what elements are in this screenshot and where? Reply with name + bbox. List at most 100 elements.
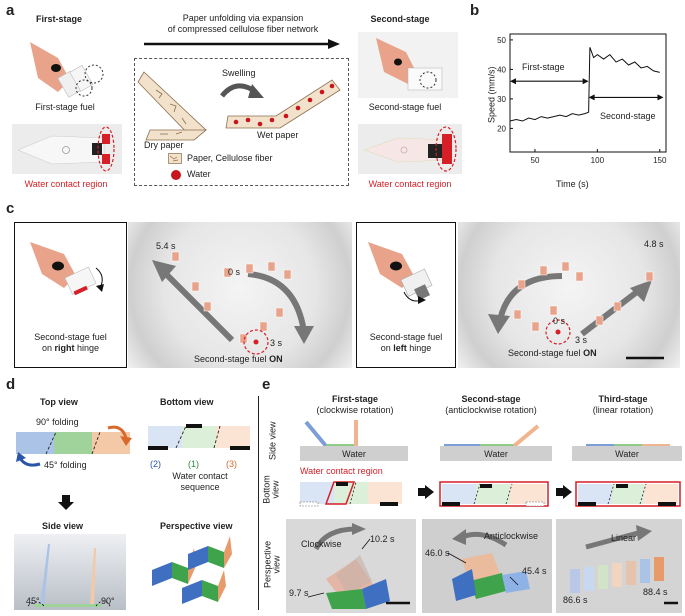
row-label-bottom: Bottom view [261,475,281,504]
panel-label-b: b [470,2,480,19]
stage2-subtitle: (anticlockwise rotation) [445,405,537,415]
perspective-view-title: Perspective view [160,521,233,531]
top-view-strip [16,425,132,467]
right-inset-on: on [380,343,394,353]
right-time-3: 3 s [575,335,588,345]
left-time-0: 0 s [228,267,241,277]
row-label-side: Side view [267,421,278,460]
chart-frame [509,33,667,153]
second-stage-title: Second-stage [370,14,430,24]
second-stage-arrowhead-right [657,94,664,101]
x-tick-label: 100 [591,156,605,165]
mechanism-box [134,58,349,186]
stage3-subtitle: (linear rotation) [592,405,654,415]
second-stage-boat-image [358,32,458,98]
arrow-caption-line1: Paper unfolding via expansion [182,13,304,23]
time-45-4: 45.4 s [522,566,547,576]
stage3-bottom-diagram [575,481,681,507]
second-stage-contact-image [358,124,462,174]
left-hinge-boat-image [30,242,104,296]
speed-series-line [509,47,660,122]
angle-90-label: 90° [101,596,115,606]
stage2-bottom-diagram [439,481,549,507]
water-legend-icon [171,170,181,180]
mechanism-illustration [137,71,341,141]
left-inset-line2: on right hinge [14,343,127,353]
stage1-subtitle: (clockwise rotation) [316,405,394,415]
fold-90-label: 90° folding [36,417,79,427]
unfolding-arrow [144,39,340,49]
bottom-view-strip [148,424,250,450]
panel-e-divider [258,396,259,610]
seq-label-3: (3) [226,459,237,469]
right-fuel-on-bold: ON [583,348,597,358]
angle-45-label: 45° [26,596,40,606]
chart-annotation-first: First-stage [522,62,565,72]
stage1-water-box: Water [300,446,408,461]
panel-label-a: a [6,2,15,19]
right-fuel-on-text: Second-stage fuel [508,348,584,358]
left-dish-trajectory [152,251,314,355]
first-stage-fuel-label: First-stage fuel [35,102,95,112]
panel-label-e: e [262,376,271,393]
first-stage-boat-image [30,42,104,98]
side-view-photo [14,534,126,610]
chart-ylabel: Speed (mm/s) [486,66,497,123]
water-contact-region-label: Water contact region [300,466,383,476]
second-stage-fuel-label: Second-stage fuel [368,102,442,112]
x-tick-label: 50 [531,156,540,165]
wet-paper-label: Wet paper [257,130,299,140]
seq-label-1: (1) [188,459,199,469]
clockwise-label: Clockwise [301,539,342,549]
first-stage-contact-image [12,124,122,174]
arrow-caption-line2: of compressed cellulose fiber network [167,24,319,34]
fold-45-label: 45° folding [44,460,87,470]
right-time-0: 0 s [553,316,566,326]
first-stage-arrowhead-right [582,78,589,85]
stage2-water-box: Water [440,446,552,461]
first-stage-arrowhead-left [510,78,516,85]
right-inset-line1: Second-stage fuel [369,332,443,342]
y-tick-label: 50 [497,36,506,45]
time-10-2: 10.2 s [370,534,395,544]
water-contact-seq-line1: Water contact [172,471,228,481]
stage2-title: Second-stage [461,394,521,404]
stage1-perspective-photo [286,519,416,613]
stage3-title: Third-stage [598,394,648,404]
dry-paper-label: Dry paper [144,140,184,150]
y-tick-label: 30 [497,95,506,104]
legend-water-label: Water [187,169,211,179]
left-fuel-on-label: Second-stage fuel ON [194,354,283,364]
water-contact-right-label: Water contact region [368,179,452,189]
anticlockwise-label: Anticlockwise [484,531,539,541]
left-inset-on: on [41,343,55,353]
left-fuel-on-bold: ON [269,354,283,364]
left-inset-line1: Second-stage fuel [34,332,107,342]
y-tick-label: 20 [497,124,506,133]
left-dish-photo [128,222,352,368]
left-inset-right: right [54,343,75,353]
first-stage-title: First-stage [35,14,82,24]
side-view-title: Side view [42,521,84,531]
right-hinge-boat-image [368,242,433,304]
right-fuel-on-label: Second-stage fuel ON [508,348,597,358]
paper-legend-icon [168,153,182,164]
water-contact-seq-line2: sequence [180,482,220,492]
panel-label-c: c [6,200,15,217]
right-time-4-8: 4.8 s [644,239,664,249]
row-label-perspective: Perspective view [262,540,282,588]
chart-annotation-second: Second-stage [600,111,656,121]
swelling-label: Swelling [222,68,256,78]
right-dish-trajectory [488,261,664,360]
panel-label-d: d [6,376,16,393]
water-contact-left-label: Water contact region [24,179,108,189]
stage3-perspective-photo [556,519,682,613]
right-inset-left: left [393,343,407,353]
perspective-view-photo [152,536,232,604]
chart-xlabel: Time (s) [556,179,589,189]
right-inset-line2: on left hinge [356,343,456,353]
arrow-icon-1 [418,485,434,499]
stage1-bottom-diagram [299,481,402,507]
y-tick-label: 40 [497,65,506,74]
